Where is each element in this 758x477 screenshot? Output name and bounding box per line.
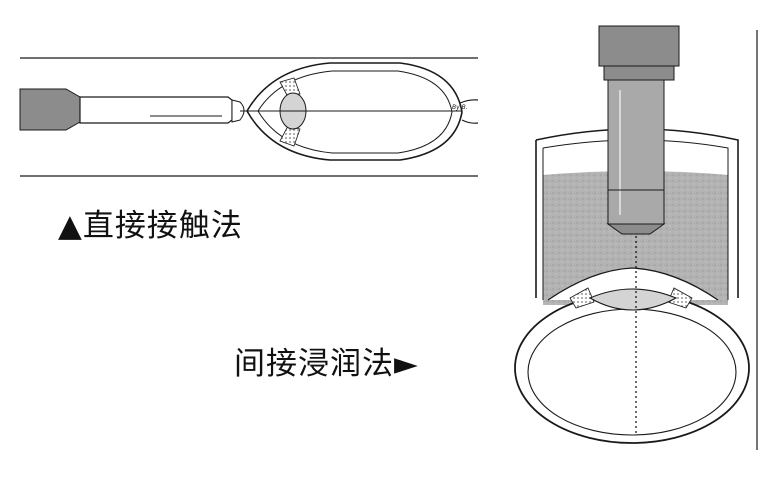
- artist-signature: By B.: [452, 104, 468, 111]
- eye-globe-inner: [257, 70, 453, 154]
- immersion-probe-tip: [606, 223, 666, 235]
- probe-shaft: [79, 96, 233, 124]
- ciliary-left: [569, 287, 595, 309]
- crystalline-lens: [588, 288, 678, 311]
- eye-globe-outer: [246, 62, 463, 161]
- probe-handle: [19, 88, 81, 131]
- immersion-probe-shaft: [607, 79, 665, 225]
- iris-lower: [279, 125, 301, 147]
- immersion-label: 间接浸润法►: [234, 346, 419, 382]
- immersion-probe-top: [598, 25, 680, 67]
- iris-upper: [279, 77, 301, 98]
- direct-contact-label: ▲直接接触法: [58, 208, 243, 244]
- immersion-probe-collar: [603, 65, 675, 81]
- optic-nerve: [459, 99, 479, 124]
- immersion-illustration: [514, 25, 758, 450]
- direct-contact-illustration: By B.: [19, 57, 479, 177]
- eyeball-outer: [514, 292, 750, 444]
- probe-tip: [231, 99, 245, 123]
